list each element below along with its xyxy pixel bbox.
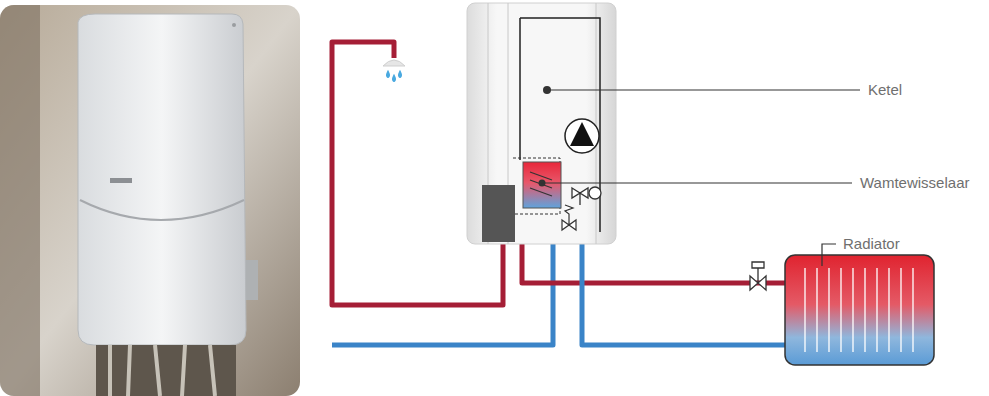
boiler-circuit [520, 18, 600, 232]
ketel-leader [547, 89, 860, 90]
boiler-logo [110, 178, 132, 183]
radiator-body [785, 255, 934, 365]
heat-exchanger-coil [530, 172, 552, 196]
heating-return-pipe [582, 236, 785, 345]
boiler-pipes [110, 345, 215, 396]
boiler-light [232, 23, 236, 27]
photo-shadow [0, 5, 40, 396]
pump-arrow [570, 122, 594, 146]
heating-flow-pipe [522, 244, 785, 283]
radiator-leader [822, 244, 836, 266]
boiler-schematic [467, 3, 616, 244]
part-label: Radiator [841, 235, 902, 253]
water-drops [387, 72, 401, 81]
wamtewisselaar-leader [542, 182, 852, 183]
valve-actuator [589, 187, 601, 199]
three-way-valve [572, 188, 588, 205]
leader-lines [542, 90, 860, 266]
boiler-photo [0, 5, 300, 396]
pump-symbol [565, 119, 599, 153]
part-label: Ketel [866, 81, 904, 99]
photo-background [0, 5, 300, 396]
valve-head [752, 262, 764, 283]
part-label: Wamtewisselaar [858, 174, 971, 192]
boiler-seam [80, 200, 244, 220]
boiler-component [482, 185, 515, 242]
shower-head [383, 60, 405, 81]
boiler-housing [467, 3, 616, 244]
heat-exchanger [523, 162, 561, 208]
radiator [750, 255, 934, 365]
boiler-casing [78, 14, 246, 345]
safety-valve [562, 205, 576, 230]
radiator-fins [805, 268, 913, 352]
dhw-dashed-line [513, 158, 560, 214]
shower-head-symbol [383, 60, 405, 66]
boiler-pipes-area [96, 345, 236, 396]
